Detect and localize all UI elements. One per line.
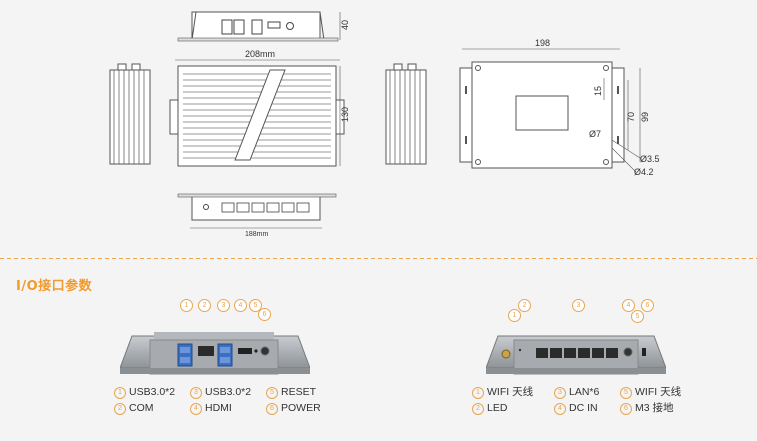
- back-io-width-label: 188mm: [245, 231, 269, 238]
- front-view-width-label: 208mm: [245, 49, 275, 59]
- left-callout-2: 2: [198, 299, 211, 312]
- front-view-height-label: 130: [340, 107, 350, 122]
- right-callout-1: 1: [508, 309, 521, 322]
- back-io-view-drawing: [177, 193, 337, 229]
- top-view-drawing: [177, 11, 341, 42]
- mount-hole-3-5-label: Ø3.5: [640, 154, 660, 164]
- left-device-photo: [120, 332, 310, 375]
- right-callout-5: 5: [631, 310, 644, 323]
- left-callout-3: 3: [217, 299, 230, 312]
- top-view-height-label: 40: [340, 20, 350, 30]
- right-callout-4: 4: [622, 299, 635, 312]
- left-side-view-drawing: [109, 63, 151, 165]
- right-callout-6: 6: [641, 299, 654, 312]
- right-callout-3: 3: [572, 299, 585, 312]
- left-callout-5: 5: [249, 299, 262, 312]
- section-divider: [0, 258, 757, 259]
- mount-width-label: 198: [535, 38, 550, 48]
- mount-dim-15-label: 15: [593, 86, 603, 96]
- mount-dim-99-label: 99: [640, 112, 650, 122]
- right-side-view-drawing: [385, 63, 427, 165]
- io-section-title: I/O接口参数: [16, 279, 93, 294]
- mount-dim-70-label: 70: [626, 112, 636, 122]
- left-callout-6: 6: [258, 308, 271, 321]
- front-view-drawing: [169, 59, 345, 167]
- left-callout-4: 4: [234, 299, 247, 312]
- technical-drawings: 40 208mm 130: [109, 11, 660, 238]
- right-callout-2: 2: [518, 299, 531, 312]
- right-device-photo: [486, 335, 666, 375]
- mount-view-drawing: [459, 48, 641, 173]
- mount-hole-7-label: Ø7: [589, 129, 601, 139]
- mount-hole-4-2-label: Ø4.2: [634, 167, 654, 177]
- left-callout-1: 1: [180, 299, 193, 312]
